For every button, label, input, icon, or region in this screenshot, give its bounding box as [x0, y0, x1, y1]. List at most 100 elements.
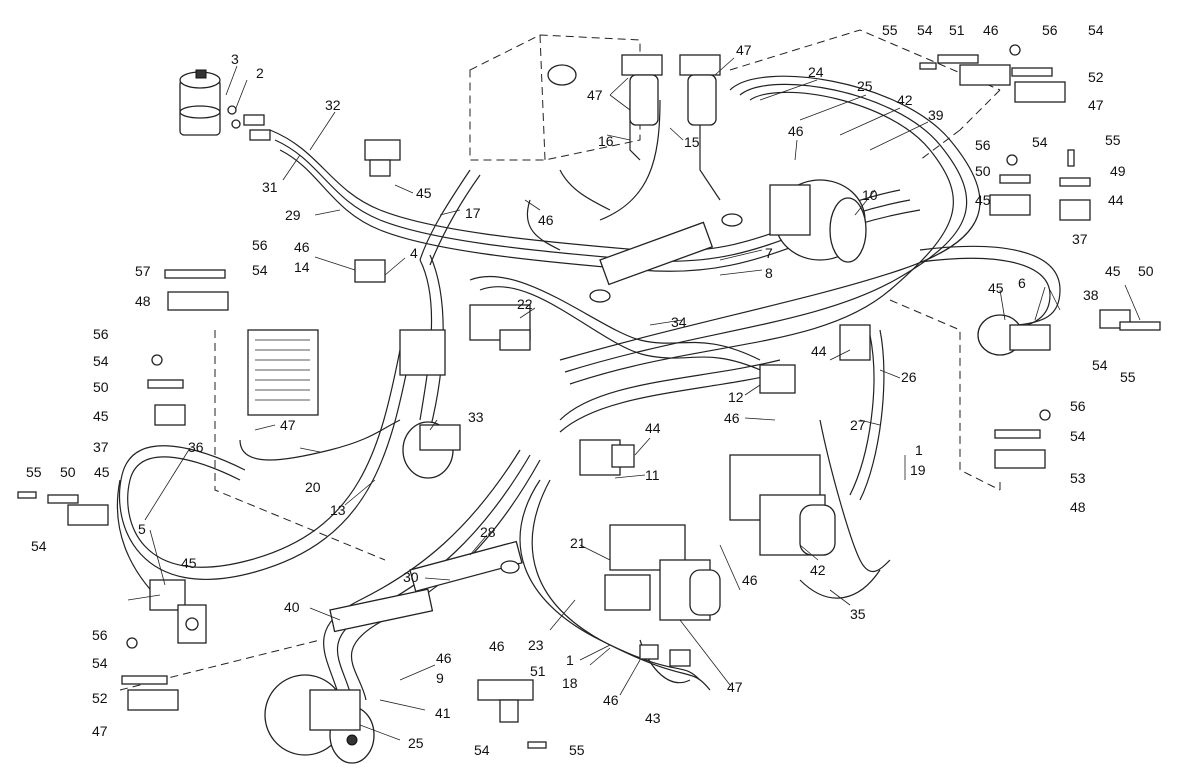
- callout-37-b: 37: [1072, 231, 1088, 247]
- callout-26: 26: [901, 369, 917, 385]
- callout-51-a: 51: [530, 663, 546, 679]
- callout-55-a: 55: [26, 464, 42, 480]
- callout-44-b: 44: [811, 343, 827, 359]
- callout-43: 43: [645, 710, 661, 726]
- callout-56-b: 56: [93, 326, 109, 342]
- callout-46-b: 46: [294, 239, 310, 255]
- cylinder-28: [409, 540, 523, 593]
- callout-47-b: 47: [736, 42, 752, 58]
- callout-30: 30: [403, 569, 419, 585]
- callout-36: 36: [188, 439, 204, 455]
- callout-23: 23: [528, 637, 544, 653]
- callout-8: 8: [765, 265, 773, 281]
- filters-15-16: [621, 54, 721, 126]
- callout-51-b: 51: [949, 22, 965, 38]
- callout-16: 16: [598, 133, 614, 149]
- callout-57: 57: [135, 263, 151, 279]
- callout-54-i: 54: [1088, 22, 1104, 38]
- callout-46-d: 46: [436, 650, 452, 666]
- valve-block-22: [469, 304, 531, 351]
- callout-46-h: 46: [724, 410, 740, 426]
- callout-20: 20: [305, 479, 321, 495]
- callout-47-e: 47: [727, 679, 743, 695]
- callout-48-b: 48: [1070, 499, 1086, 515]
- callout-15: 15: [684, 134, 700, 150]
- motor-25: [264, 674, 375, 764]
- callout-42-a: 42: [897, 92, 913, 108]
- callout-21: 21: [570, 535, 586, 551]
- callout-13: 13: [330, 502, 346, 518]
- callout-56-e: 56: [1042, 22, 1058, 38]
- callout-54-g: 54: [1070, 428, 1086, 444]
- callout-22: 22: [517, 296, 533, 312]
- clamp-left: [17, 269, 229, 711]
- callout-52-a: 52: [92, 690, 108, 706]
- callout-3: 3: [231, 51, 239, 67]
- callout-47-c: 47: [280, 417, 296, 433]
- block-43: [639, 644, 691, 667]
- callout-56-a: 56: [252, 237, 268, 253]
- callout-54-d: 54: [92, 655, 108, 671]
- callout-18: 18: [562, 675, 578, 691]
- motor-6: [977, 314, 1051, 356]
- callout-17: 17: [465, 205, 481, 221]
- callout-10: 10: [862, 187, 878, 203]
- clamp-right-mid: [989, 149, 1091, 221]
- callout-24: 24: [808, 64, 824, 80]
- callout-55-d: 55: [882, 22, 898, 38]
- valve-21: [604, 524, 721, 621]
- fittings-2: [227, 105, 271, 141]
- valve-12-19: [729, 324, 871, 556]
- valve-11: [579, 439, 635, 476]
- callout-45-e: 45: [988, 280, 1004, 296]
- callout-55-b: 55: [569, 742, 585, 758]
- valve-block-4: [354, 259, 446, 376]
- tank-outline: [469, 34, 641, 161]
- callout-50-a: 50: [60, 464, 76, 480]
- callout-54-a: 54: [31, 538, 47, 554]
- callout-54-f: 54: [1092, 357, 1108, 373]
- callout-1-a: 1: [566, 652, 574, 668]
- callout-11: 11: [645, 467, 660, 483]
- callout-31: 31: [262, 179, 278, 195]
- callout-54-j: 54: [1032, 134, 1048, 150]
- callout-55-c: 55: [1120, 369, 1136, 385]
- callout-25-a: 25: [857, 78, 873, 94]
- callout-44-a: 44: [645, 420, 661, 436]
- callout-50-c: 50: [1138, 263, 1154, 279]
- motor-10: [721, 179, 867, 263]
- callout-56-f: 56: [975, 137, 991, 153]
- radiator: [247, 329, 319, 416]
- callout-50-d: 50: [975, 163, 991, 179]
- callout-labels: 3 2 32 31 29 45 17 46 46 14 4 16 15 47 4…: [26, 22, 1154, 758]
- callout-56-c: 56: [92, 627, 108, 643]
- callout-44-c: 44: [1108, 192, 1124, 208]
- callout-39: 39: [928, 107, 944, 123]
- callout-54-e: 54: [474, 742, 490, 758]
- callout-54-c: 54: [93, 353, 109, 369]
- callout-47-a: 47: [587, 87, 603, 103]
- callout-46-a: 46: [538, 212, 554, 228]
- callout-5: 5: [138, 521, 146, 537]
- callout-25-b: 25: [408, 735, 424, 751]
- cylinder-7-8: [589, 221, 714, 303]
- callout-45-a: 45: [416, 185, 432, 201]
- callout-34: 34: [671, 314, 687, 330]
- callout-45-b: 45: [94, 464, 110, 480]
- callout-54-b: 54: [252, 262, 268, 278]
- callout-40: 40: [284, 599, 300, 615]
- callout-27: 27: [850, 417, 866, 433]
- clamp-bottom: [477, 679, 547, 749]
- callout-41: 41: [435, 705, 451, 721]
- steering-pump: [179, 69, 221, 136]
- callout-1-b: 1: [915, 442, 923, 458]
- clamp-top-right: [919, 44, 1066, 103]
- cylinder-40: [329, 588, 434, 633]
- callout-49: 49: [1110, 163, 1126, 179]
- callout-46-e: 46: [489, 638, 505, 654]
- callout-2: 2: [256, 65, 264, 81]
- callout-46-c: 46: [788, 123, 804, 139]
- block-32: [364, 139, 401, 177]
- callout-7: 7: [765, 245, 773, 261]
